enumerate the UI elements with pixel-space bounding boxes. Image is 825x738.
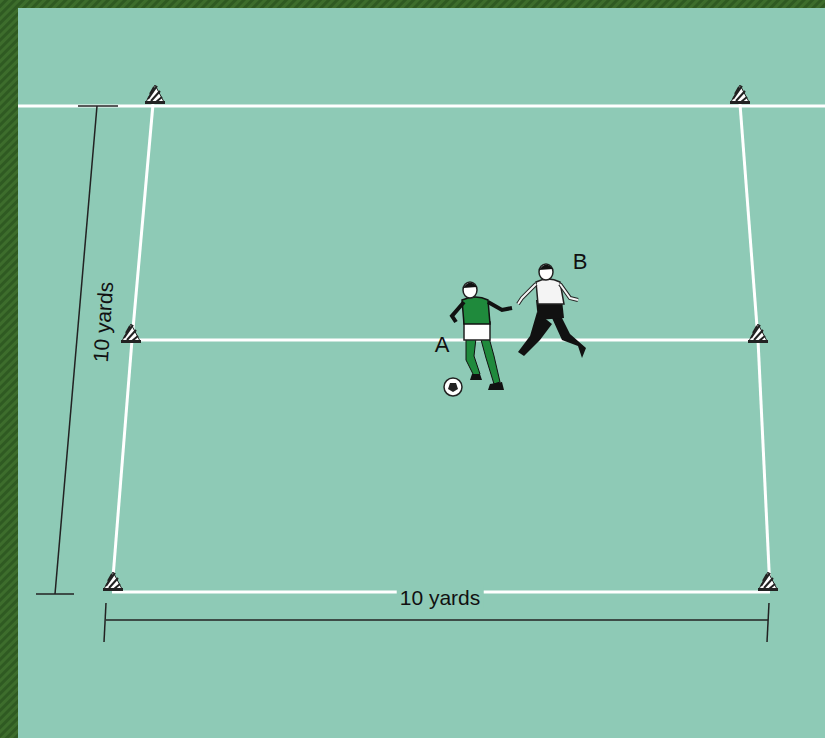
dimension-label: 10 yards <box>397 586 484 609</box>
player-label: B <box>573 251 588 273</box>
dimension-label: 10 yards <box>90 281 117 363</box>
soccer-ball <box>444 378 462 396</box>
player-b <box>518 264 586 358</box>
player-label: A <box>435 334 450 356</box>
player-a <box>452 282 512 390</box>
